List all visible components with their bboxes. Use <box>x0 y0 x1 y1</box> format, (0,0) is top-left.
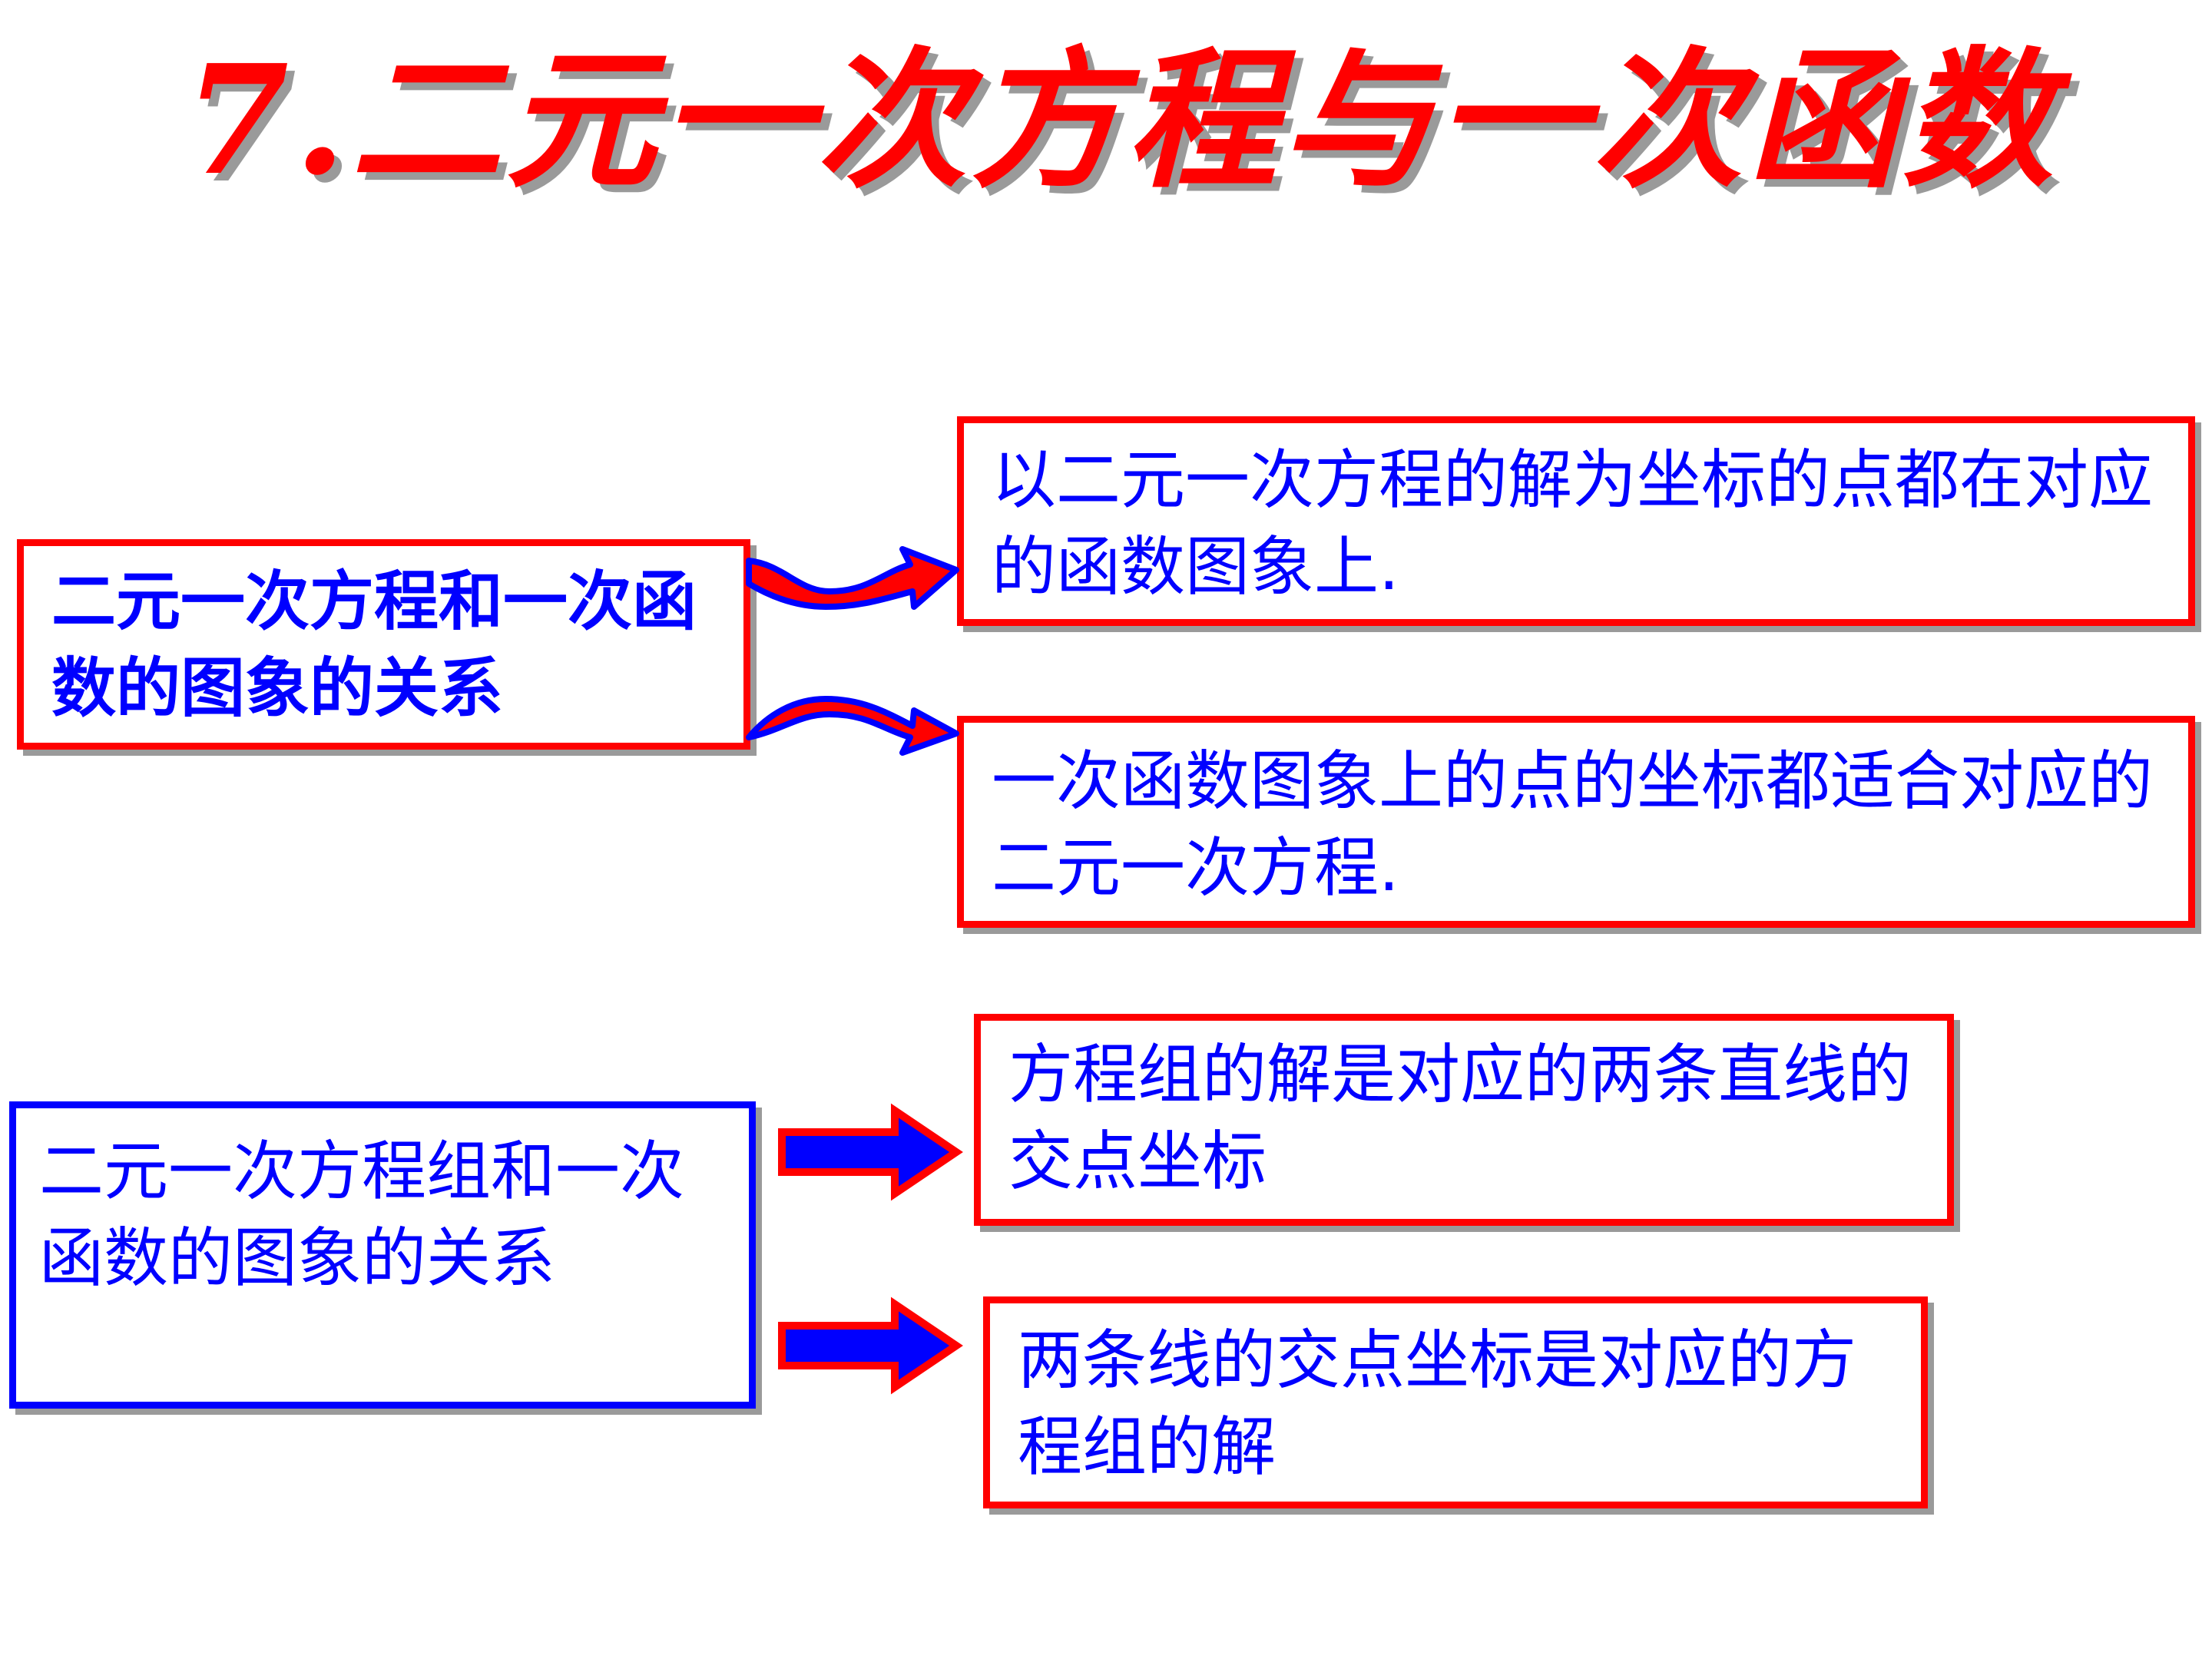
solution-on-graph-text: 以二元一次方程的解为坐标的点都在对应的函数图象上. <box>992 442 2154 605</box>
right-arrow-icon <box>778 1296 963 1395</box>
slide-title: 7.二元一次方程与一次函数 <box>184 32 2058 209</box>
graph-point-satisfies-text: 一次函数图象上的点的坐标都适合对应的二元一次方程. <box>992 743 2154 906</box>
system-solution-intersection-box: 方程组的解是对应的两条直线的交点坐标 <box>974 1014 1954 1226</box>
equation-graph-relation-text: 二元一次方程和一次函数的图象的关系 <box>51 564 697 727</box>
system-graph-relation-text: 二元一次方程组和一次函数的图象的关系 <box>39 1134 685 1296</box>
solution-on-graph-box: 以二元一次方程的解为坐标的点都在对应的函数图象上. <box>957 416 2195 626</box>
system-solution-intersection-text: 方程组的解是对应的两条直线的交点坐标 <box>1008 1037 1912 1200</box>
equation-graph-relation-box: 二元一次方程和一次函数的图象的关系 <box>17 539 750 750</box>
graph-point-satisfies-box: 一次函数图象上的点的坐标都适合对应的二元一次方程. <box>957 716 2195 928</box>
right-arrow-icon <box>778 1103 963 1201</box>
intersection-system-solution-box: 两条线的交点坐标是对应的方程组的解 <box>983 1296 1928 1508</box>
curved-arrow-icon <box>746 546 959 610</box>
intersection-system-solution-text: 两条线的交点坐标是对应的方程组的解 <box>1018 1323 1857 1485</box>
system-graph-relation-box: 二元一次方程组和一次函数的图象的关系 <box>9 1101 756 1409</box>
curved-arrow-icon <box>746 696 959 756</box>
